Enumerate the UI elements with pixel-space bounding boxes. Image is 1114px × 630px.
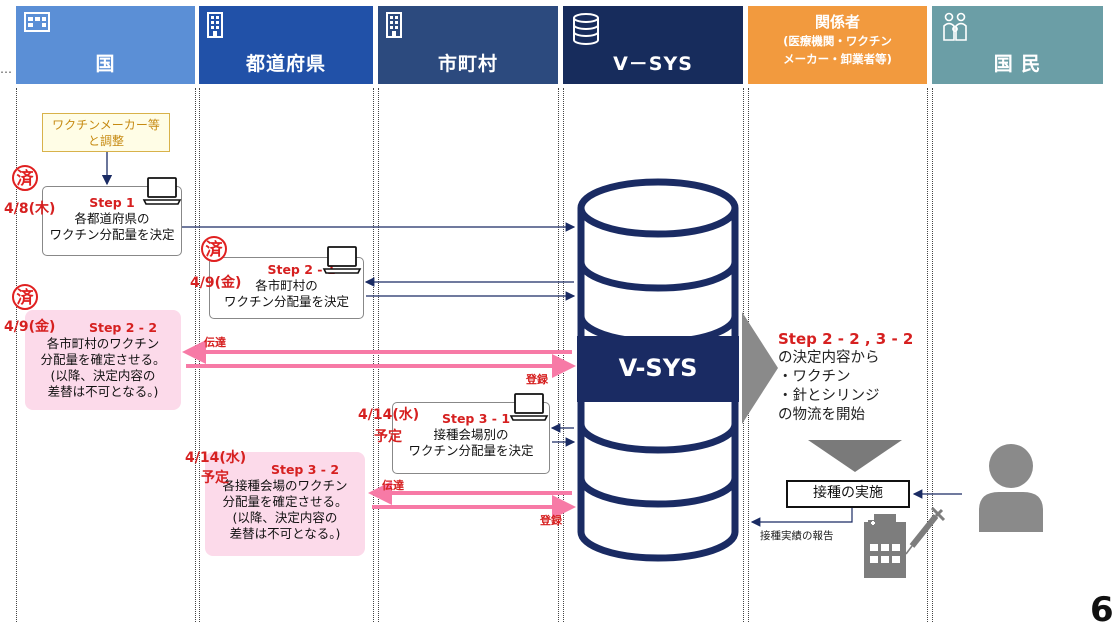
header-kankeisha: 関係者 (医療機関・ワクチン メーカー・卸業者等) <box>748 6 927 84</box>
step21-step-label: Step 2 - 1 <box>267 262 336 277</box>
step32-step-label: Step 3 - 2 <box>270 462 340 477</box>
step31-status: 予定 <box>374 429 402 445</box>
person-icon <box>979 444 1043 532</box>
building-icon <box>24 12 50 32</box>
office-building-icon <box>386 12 402 38</box>
step21-date: 4/9(金) <box>190 275 242 291</box>
lane-kokumin <box>932 88 1103 622</box>
header-shichoson-title: 市町村 <box>437 53 498 75</box>
ellipsis-text: … <box>0 62 12 76</box>
step32-date: 4/14(水) <box>185 450 247 466</box>
step32-status: 予定 <box>201 470 229 486</box>
office-building-icon <box>207 12 223 38</box>
step22-step-label: Step 2 - 2 <box>88 320 158 335</box>
grey-chevron-arrow <box>742 312 778 424</box>
laptop-icon <box>322 246 362 274</box>
grey-down-triangle <box>808 440 902 472</box>
header-kankeisha-title: 関係者 <box>814 13 860 31</box>
label-toroku-2: 登録 <box>540 514 562 527</box>
header-todofuken: 都道府県 <box>199 6 373 84</box>
step21-box: Step 2 - 1 各市町村の ワクチン分配量を決定 <box>209 257 364 319</box>
zumi-badge-step21: 済 <box>201 236 227 262</box>
step1-date: 4/8(木) <box>4 201 56 217</box>
header-vsys: V－SYS <box>563 6 743 84</box>
flow-arrows <box>101 152 962 527</box>
family-icon <box>943 12 967 41</box>
logistics-title: Step 2 - 2 , 3 - 2 <box>778 330 914 348</box>
laptop-icon <box>509 393 549 421</box>
step1-step-label: Step 1 <box>89 195 135 210</box>
header-kuni-title: 国 <box>95 53 116 75</box>
coordinate-box: ワクチンメーカー等 と調整 <box>42 113 170 152</box>
step32-box: Step 3 - 2 各接種会場のワクチン 分配量を確定させる。 (以降、決定内… <box>205 452 365 556</box>
step31-step-label: Step 3 - 1 <box>441 411 511 426</box>
header-shichoson: 市町村 <box>378 6 558 84</box>
report-label: 接種実績の報告 <box>760 530 834 542</box>
label-dentatsu-1: 伝達 <box>204 336 226 349</box>
page-number: 6 <box>1090 590 1114 630</box>
header-kankeisha-sub: (医療機関・ワクチン メーカー・卸業者等) <box>783 34 892 66</box>
step31-box: Step 3 - 1 接種会場別の ワクチン分配量を決定 <box>392 402 550 474</box>
vsys-database-cylinder <box>577 178 739 562</box>
hospital-icon <box>864 506 946 578</box>
step31-date: 4/14(水) <box>358 407 420 423</box>
header-kokumin: 国 民 <box>932 6 1103 84</box>
arrow-report-to-vsys <box>750 506 853 527</box>
database-icon <box>573 13 599 45</box>
label-toroku-1: 登録 <box>526 373 548 386</box>
header-kokumin-title: 国 民 <box>993 53 1042 75</box>
label-dentatsu-2: 伝達 <box>382 479 404 492</box>
zumi-badge-step1: 済 <box>12 165 38 191</box>
step22-date: 4/9(金) <box>4 319 56 335</box>
vsys-label: V-SYS <box>618 354 698 382</box>
step22-box: Step 2 - 2 各市町村のワクチン 分配量を確定させる。 (以降、決定内容… <box>25 310 181 410</box>
vaccination-box: 接種の実施 <box>786 480 910 508</box>
header-vsys-title: V－SYS <box>613 53 693 75</box>
header-kuni: 国 <box>16 6 195 84</box>
laptop-icon <box>142 177 182 205</box>
header-todofuken-title: 都道府県 <box>245 53 326 75</box>
zumi-badge-step22: 済 <box>12 284 38 310</box>
logistics-note: Step 2 - 2 , 3 - 2 の決定内容から ・ワクチン ・針とシリンジ… <box>778 330 914 423</box>
